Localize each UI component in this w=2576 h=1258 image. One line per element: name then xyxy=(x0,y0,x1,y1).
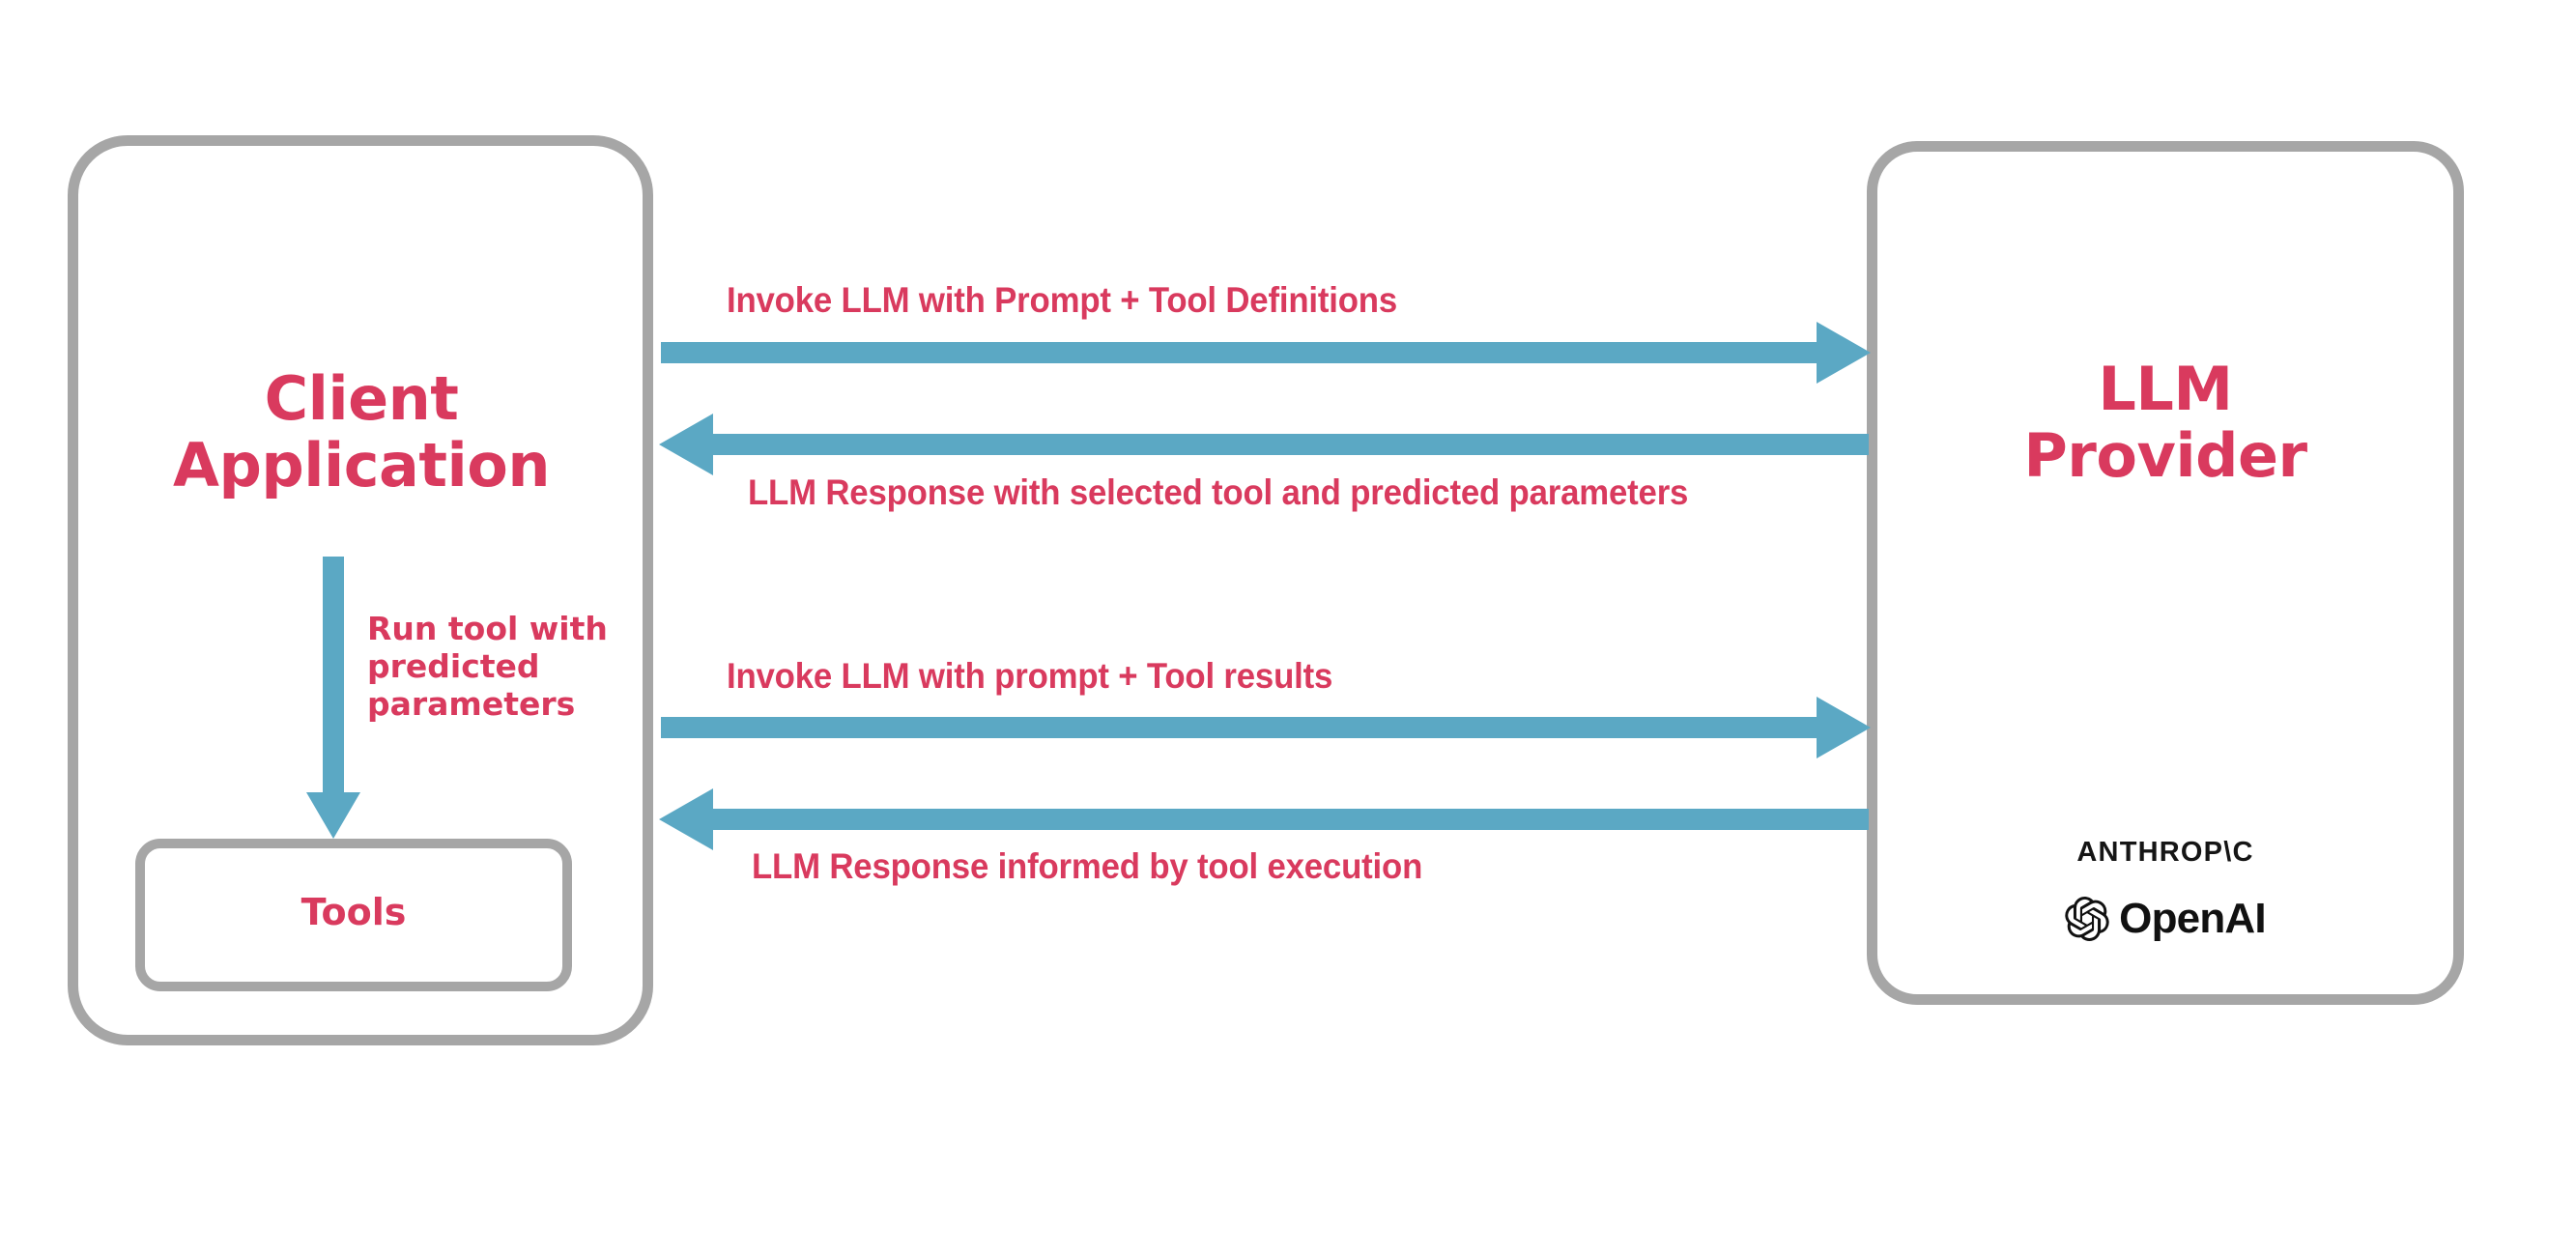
run-tool-arrow-label: Run tool with predicted parameters xyxy=(367,610,608,723)
tools-label: Tools xyxy=(301,891,407,933)
flow-arrow-response-1 xyxy=(659,414,1869,475)
flow-label-invoke-1: Invoke LLM with Prompt + Tool Definition… xyxy=(727,280,1398,320)
openai-logo: OpenAI xyxy=(1884,897,2447,941)
flow-label-response-2: LLM Response informed by tool execution xyxy=(752,846,1423,886)
client-title-line-2: Application xyxy=(173,430,550,501)
flow-label-response-1: LLM Response with selected tool and pred… xyxy=(748,472,1689,512)
flow-label-invoke-2: Invoke LLM with prompt + Tool results xyxy=(727,656,1333,696)
client-title-line-1: Client xyxy=(264,363,459,434)
llm-provider-node[interactable] xyxy=(1867,141,2464,1005)
anthropic-logo: ANTHROP\C xyxy=(2076,837,2254,868)
provider-title-line-2: Provider xyxy=(2023,420,2307,492)
flow-arrow-response-2 xyxy=(659,788,1869,850)
openai-mark-icon xyxy=(2065,897,2109,941)
openai-wordmark: OpenAI xyxy=(2119,895,2266,942)
llm-provider-title: LLM Provider xyxy=(1884,356,2447,490)
provider-title-line-1: LLM xyxy=(2098,354,2233,424)
flow-arrow-invoke-2 xyxy=(661,697,1871,758)
client-application-title: Client Application xyxy=(85,365,638,500)
tools-node[interactable] xyxy=(135,839,572,991)
flow-arrow-invoke-1 xyxy=(661,322,1871,384)
